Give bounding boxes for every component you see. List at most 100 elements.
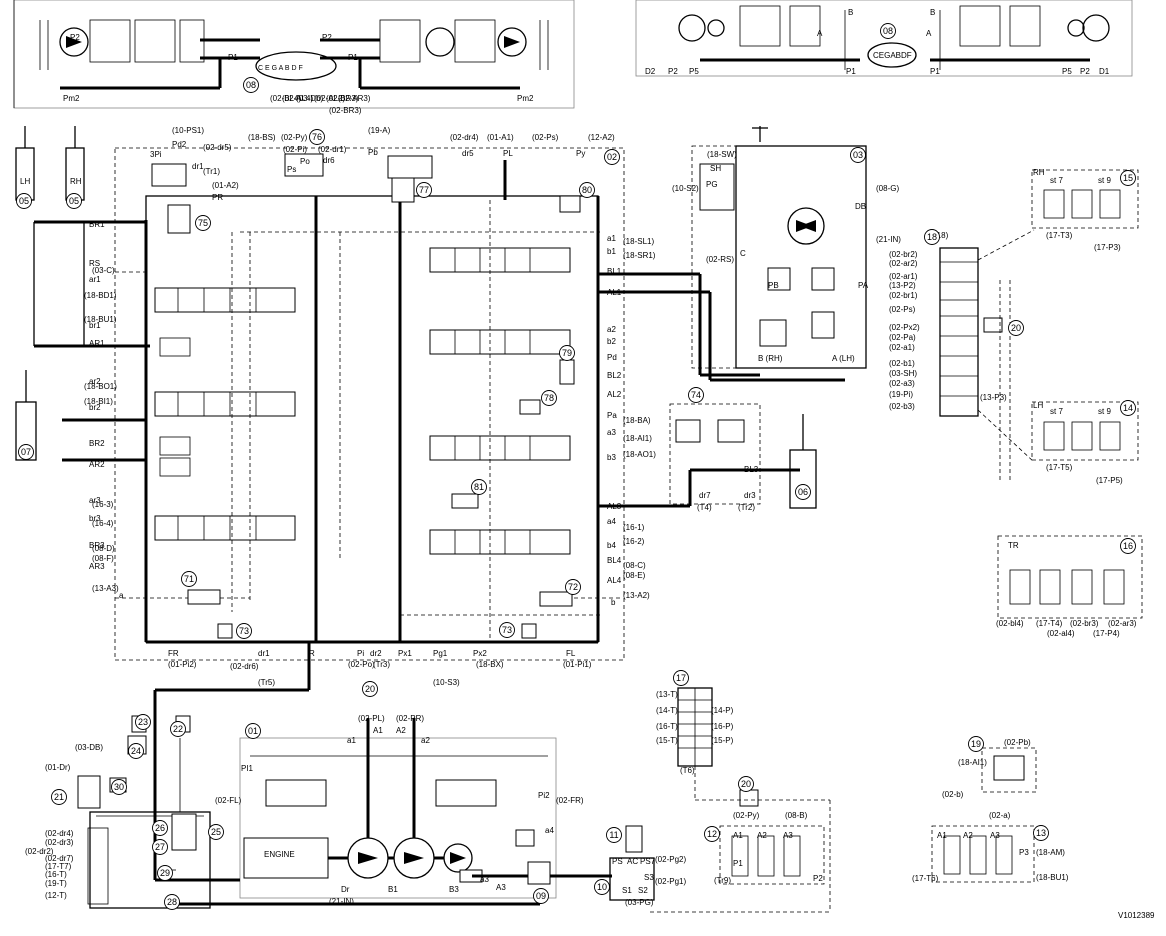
- schematic-label: (02-FL): [215, 796, 242, 805]
- schematic-label: st 9: [1098, 407, 1111, 416]
- schematic-label: B (RH): [758, 354, 783, 363]
- schematic-label: Pm2: [517, 94, 534, 103]
- component-callout: 09: [533, 888, 549, 904]
- schematic-label: Px2: [473, 649, 487, 658]
- component-callout: 81: [471, 479, 487, 495]
- schematic-label: (16-1): [623, 523, 645, 532]
- schematic-label: a: [119, 591, 124, 600]
- schematic-label: (10-S3): [433, 678, 460, 687]
- callout-number: 07: [21, 447, 31, 457]
- callout-circle: [565, 579, 581, 595]
- schematic-label: (02-AL2): [314, 94, 345, 103]
- callout-number: 79: [562, 348, 572, 358]
- callout-circle: [579, 182, 595, 198]
- schematic-label: Po: [300, 157, 310, 166]
- component-callout: 30: [111, 779, 127, 795]
- schematic-label: (T4): [697, 503, 712, 512]
- schematic-label: (02-Pg2): [655, 855, 686, 864]
- callout-circle: [152, 839, 168, 855]
- component-callout: 27: [152, 839, 168, 855]
- component-callout: 19: [968, 736, 984, 752]
- callout-circle: [51, 789, 67, 805]
- schematic-label: (Tr2): [738, 503, 755, 512]
- schematic-label: (02-dr2): [25, 847, 54, 856]
- schematic-label: BR2: [89, 439, 105, 448]
- schematic-label: PL: [503, 149, 513, 158]
- schematic-label: (02-dr4): [450, 133, 479, 142]
- schematic-label: (02-dr6): [230, 662, 259, 671]
- schematic-label: PS: [612, 857, 623, 866]
- component-callout: 10: [594, 879, 610, 895]
- schematic-label: (13-A3): [92, 584, 119, 593]
- schematic-label: V1012389: [1118, 911, 1155, 920]
- schematic-label: P2: [1080, 67, 1090, 76]
- schematic-label: DB: [855, 202, 866, 211]
- component-callout: 11: [606, 827, 622, 843]
- schematic-label: (08-E): [623, 571, 646, 580]
- callout-circle: [309, 129, 325, 145]
- schematic-label: (14-P): [711, 706, 734, 715]
- component-callout: 15: [1120, 170, 1136, 186]
- schematic-label: PB: [768, 281, 779, 290]
- schematic-label: a2: [421, 736, 430, 745]
- component-callout: 74: [688, 387, 704, 403]
- callout-number: 20: [1011, 323, 1021, 333]
- schematic-label: P3: [1019, 848, 1029, 857]
- callout-number: 21: [54, 792, 64, 802]
- schematic-label: A3: [990, 831, 1000, 840]
- callout-number: 22: [173, 724, 183, 734]
- callout-number: 27: [155, 842, 165, 852]
- callout-circle: [850, 147, 866, 163]
- callout-number: 23: [138, 717, 148, 727]
- callout-circle: [924, 229, 940, 245]
- schematic-label: Pg1: [433, 649, 448, 658]
- schematic-label: CEGABDF: [873, 51, 912, 60]
- schematic-label: a4: [545, 826, 554, 835]
- component-callout: 25: [208, 824, 224, 840]
- schematic-label: dr1: [192, 162, 204, 171]
- schematic-label: (02-Pi): [283, 145, 307, 154]
- component-callout: 79: [559, 345, 575, 361]
- schematic-label: (02-AL4): [282, 94, 313, 103]
- schematic-label: Pa: [607, 411, 617, 420]
- callout-circle: [1120, 538, 1136, 554]
- schematic-label: (18-BA): [623, 416, 651, 425]
- schematic-label: (02-b): [942, 790, 964, 799]
- callout-number: 28: [167, 897, 177, 907]
- callout-number: 73: [502, 625, 512, 635]
- schematic-label: b4: [607, 541, 616, 550]
- schematic-label: a3: [607, 428, 616, 437]
- callout-circle: [1008, 320, 1024, 336]
- callout-circle: [738, 776, 754, 792]
- schematic-label: (Tr9): [714, 876, 731, 885]
- component-callout: 08: [880, 23, 896, 39]
- schematic-label: A (LH): [832, 354, 855, 363]
- schematic-label: (02-ar1): [889, 272, 918, 281]
- schematic-label: (08-D): [92, 544, 115, 553]
- schematic-label: (02-Pa): [889, 333, 916, 342]
- component-callout: 28: [164, 894, 180, 910]
- schematic-label: (16-4): [92, 519, 114, 528]
- schematic-label: AR3: [89, 562, 105, 571]
- schematic-label: A2: [396, 726, 406, 735]
- schematic-label: (02-br3): [1070, 619, 1099, 628]
- schematic-label: A1: [373, 726, 383, 735]
- schematic-label: (02-Py): [281, 133, 308, 142]
- callout-circle: [1120, 170, 1136, 186]
- schematic-label: (02-AR3): [338, 94, 371, 103]
- callout-circle: [604, 149, 620, 165]
- callout-circle: [195, 215, 211, 231]
- schematic-label: b2: [607, 337, 616, 346]
- schematic-label: (02-PR): [396, 714, 424, 723]
- callout-number: 16: [1123, 541, 1133, 551]
- main-control-valve: [34, 147, 845, 880]
- schematic-label: (17-T7): [45, 862, 72, 871]
- schematic-label: (02-BL4): [270, 94, 301, 103]
- schematic-label: (02-ar3): [1108, 619, 1137, 628]
- schematic-label: LH: [1033, 401, 1043, 410]
- schematic-label: (02-al4): [1047, 629, 1075, 638]
- callout-circle: [416, 182, 432, 198]
- callout-circle: [559, 345, 575, 361]
- schematic-label: (18-BU1): [1036, 873, 1069, 882]
